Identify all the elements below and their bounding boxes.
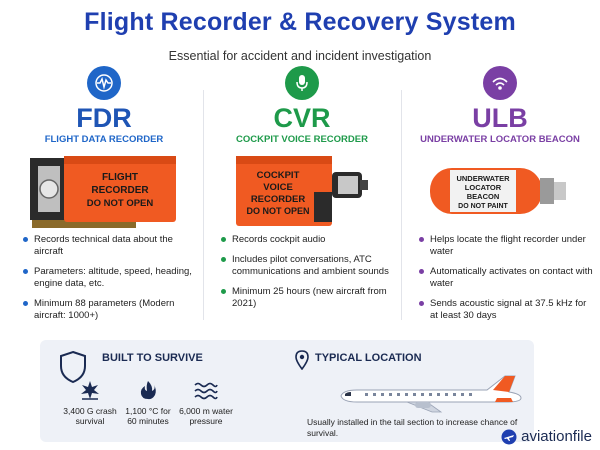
device-label: RECORDER [251, 194, 306, 205]
shield-icon [60, 350, 86, 384]
fdr-full-name: FLIGHT DATA RECORDER [44, 134, 164, 145]
device-label: BEACON [467, 192, 500, 201]
crash-impact-icon [62, 380, 118, 400]
device-label: DO NOT OPEN [246, 206, 309, 216]
stat-text: 1,100 °C for 60 minutes [125, 406, 171, 426]
brand-name: aviationfile [521, 428, 592, 445]
ulb-full-name: UNDERWATER LOCATOR BEACON [420, 134, 580, 145]
cvr-bullets: Records cockpit audio Includes pilot con… [221, 234, 397, 318]
page-title: Flight Recorder & Recovery System [84, 8, 516, 36]
water-waves-icon [178, 380, 234, 400]
list-item: Helps locate the flight recorder under w… [419, 234, 595, 258]
ulb-abbr: ULB [472, 103, 528, 133]
ulb-column: ULB UNDERWATER LOCATOR BEACON UNDERWATER… [402, 66, 598, 334]
list-item: Includes pilot conversations, ATC commun… [221, 254, 397, 278]
location-pin-icon [295, 350, 309, 370]
device-label: RECORDER [91, 185, 149, 196]
column-divider [401, 90, 402, 320]
page-subtitle: Essential for accident and incident inve… [168, 49, 432, 63]
device-label: COCKPIT [257, 170, 300, 181]
list-item: Automatically activates on contact with … [419, 266, 595, 290]
section-title: TYPICAL LOCATION [315, 352, 422, 364]
cvr-device-image: COCKPIT VOICE RECORDER DO NOT OPEN [236, 156, 368, 226]
location-note: Usually installed in the tail section to… [307, 417, 518, 438]
device-label: DO NOT OPEN [87, 198, 154, 209]
stat-item: 1,100 °C for 60 minutes [120, 380, 176, 426]
stat-text: 3,400 G crash survival [63, 406, 117, 426]
section-title: BUILT TO SURVIVE [102, 352, 203, 364]
cvr-column: CVR COCKPIT VOICE RECORDER COCKPIT VOICE… [204, 66, 400, 334]
ulb-bullets: Helps locate the flight recorder under w… [419, 234, 595, 330]
fdr-abbr: FDR [76, 103, 132, 133]
waveform-icon [87, 66, 121, 100]
column-divider [203, 90, 204, 320]
airplane-image [340, 375, 522, 413]
typical-location-section: TYPICAL LOCATION Usually installed in th… [275, 340, 534, 442]
bottom-panel: BUILT TO SURVIVE 3,400 G crash survival … [40, 340, 534, 442]
stat-item: 6,000 m water pressure [178, 380, 234, 426]
built-to-survive-section: BUILT TO SURVIVE 3,400 G crash survival … [40, 340, 255, 442]
device-label: UNDERWATER [456, 174, 510, 183]
list-item: Records cockpit audio [221, 234, 397, 246]
signal-icon [483, 66, 517, 100]
fdr-column: FDR FLIGHT DATA RECORDER FLIGHT RECORDER… [6, 66, 202, 334]
fdr-bullets: Records technical data about the aircraf… [23, 234, 199, 330]
fdr-device-image: FLIGHT RECORDER DO NOT OPEN [30, 156, 176, 228]
cvr-full-name: COCKPIT VOICE RECORDER [236, 134, 368, 145]
list-item: Parameters: altitude, speed, heading, en… [23, 266, 199, 290]
fire-icon [120, 380, 176, 400]
plane-logo-icon [501, 429, 517, 444]
list-item: Minimum 88 parameters (Modern aircraft: … [23, 298, 199, 322]
cvr-abbr: CVR [273, 103, 331, 133]
ulb-device-image: UNDERWATER LOCATOR BEACON DO NOT PAINT [430, 168, 566, 214]
list-item: Sends acoustic signal at 37.5 kHz for at… [419, 298, 595, 322]
list-item: Records technical data about the aircraf… [23, 234, 199, 258]
microphone-icon [285, 66, 319, 100]
device-label: LOCATOR [465, 183, 502, 192]
stat-text: 6,000 m water pressure [179, 406, 233, 426]
device-label: VOICE [263, 182, 293, 193]
device-label: DO NOT PAINT [458, 203, 508, 210]
device-label: FLIGHT [102, 172, 138, 183]
stat-item: 3,400 G crash survival [62, 380, 118, 426]
list-item: Minimum 25 hours (new aircraft from 2021… [221, 286, 397, 310]
brand-logo: aviationfile [501, 428, 592, 445]
